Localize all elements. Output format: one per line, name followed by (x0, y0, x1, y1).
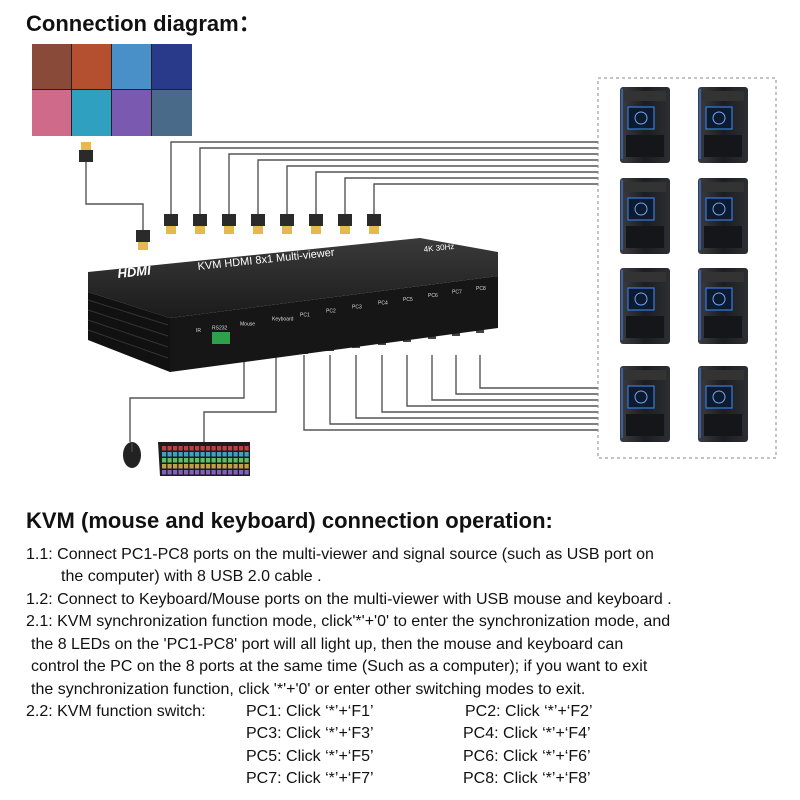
pc-tower-icon (620, 268, 670, 344)
instruction-line-7: the synchronization function, click '*'+… (31, 681, 586, 698)
usb-cable (303, 355, 598, 431)
port-label: PC8 (476, 286, 486, 292)
hdmi-cable (344, 177, 598, 214)
port-label: PC3 (352, 305, 362, 311)
pc-tower-icon (620, 366, 670, 442)
port-label: PC4 (378, 301, 388, 307)
connection-diagram: HDMI KVM HDMI 8x1 Multi-viewer 4K 30Hz I… (32, 44, 777, 476)
port-label: PC7 (452, 290, 462, 296)
multiviewer-device: HDMI KVM HDMI 8x1 Multi-viewer 4K 30Hz I… (87, 238, 498, 372)
port-label: PC5 (403, 297, 413, 303)
hdmi-cable (228, 153, 598, 214)
hdmi-plug-icon (222, 214, 236, 234)
hdmi-cable (257, 159, 598, 214)
pc-tower-icon (698, 178, 748, 254)
hdmi-cable (170, 141, 598, 214)
rs232-terminal (212, 332, 230, 344)
hdmi-plug-icon (251, 214, 265, 234)
switch-item-pc8: PC8: Click ‘*’+‘F8’ (463, 770, 591, 787)
port-label: PC1 (300, 312, 310, 318)
hdmi-cable (315, 171, 598, 214)
device-resolution: 4K 30Hz (423, 242, 454, 254)
switch-item-pc2: PC2: Click ‘*’+‘F2’ (465, 703, 593, 720)
switch-item-pc7: PC7: Click ‘*’+‘F7’ (246, 770, 374, 787)
switch-item-pc5: PC5: Click ‘*’+‘F5’ (246, 748, 374, 765)
usb-cable (329, 355, 598, 425)
hdmi-cable (85, 150, 144, 230)
usb-cable (381, 355, 598, 413)
instruction-line-1: 1.1: Connect PC1-PC8 ports on the multi-… (26, 546, 654, 563)
hdmi-logo: HDMI (117, 263, 152, 281)
instruction-line-6: control the PC on the 8 ports at the sam… (31, 658, 648, 675)
usb-cable (355, 355, 598, 419)
keyboard-cable (203, 355, 277, 442)
port-label: Mouse (240, 321, 255, 327)
keyboard-icon (158, 442, 250, 476)
switch-item-pc4: PC4: Click ‘*’+‘F4’ (463, 725, 591, 742)
diagram-title: Connection diagram： (26, 11, 261, 36)
switch-item-pc6: PC6: Click ‘*’+‘F6’ (463, 748, 591, 765)
usb-cable (455, 355, 598, 395)
kvm-title: KVM (mouse and keyboard) connection oper… (26, 508, 553, 533)
hdmi-plug-icon (136, 230, 150, 250)
port-label: IR (196, 328, 201, 334)
hdmi-cable (373, 183, 598, 214)
mouse-cable (129, 355, 245, 442)
switch-item-pc3: PC3: Click ‘*’+‘F3’ (246, 725, 374, 742)
usb-cable (431, 355, 598, 401)
pc-tower-icon (698, 87, 748, 163)
instruction-line-5: the 8 LEDs on the 'PC1-PC8' port will al… (31, 636, 624, 653)
hdmi-cable (199, 147, 598, 214)
monitor-screen-image (32, 44, 192, 136)
usb-cable (479, 355, 598, 389)
switch-label: 2.2: KVM function switch: (26, 703, 206, 720)
instruction-line-4: 2.1: KVM synchronization function mode, … (26, 613, 671, 630)
hdmi-plug-icon (280, 214, 294, 234)
usb-cable (406, 355, 598, 407)
port-labels: IR RS232 Mouse Keyboard PC1 PC2 PC3 PC4 PC5 PC6 PC… (196, 286, 486, 334)
port-label: PC2 (326, 309, 336, 315)
port-label: Keyboard (272, 317, 294, 323)
pc-group (620, 87, 748, 442)
hdmi-plug-icon (367, 214, 381, 234)
port-label: PC6 (428, 293, 438, 299)
hdmi-plug-icon (164, 214, 178, 234)
mouse-icon (123, 442, 141, 468)
pc-group-border (597, 77, 777, 459)
switch-item-pc1: PC1: Click ‘*’+‘F1’ (246, 703, 374, 720)
hdmi-plug-icon (193, 214, 207, 234)
port-label: RS232 (212, 326, 228, 332)
hdmi-cable (286, 165, 598, 214)
pc-tower-icon (698, 366, 748, 442)
hdmi-plug-icon (79, 142, 93, 162)
hdmi-plug-icon (309, 214, 323, 234)
pc-tower-icon (698, 268, 748, 344)
pc-tower-icon (620, 178, 670, 254)
hdmi-plug-icon (338, 214, 352, 234)
instruction-line-2: the computer) with 8 USB 2.0 cable . (61, 568, 322, 585)
instruction-line-3: 1.2: Connect to Keyboard/Mouse ports on … (26, 591, 672, 608)
pc-tower-icon (620, 87, 670, 163)
